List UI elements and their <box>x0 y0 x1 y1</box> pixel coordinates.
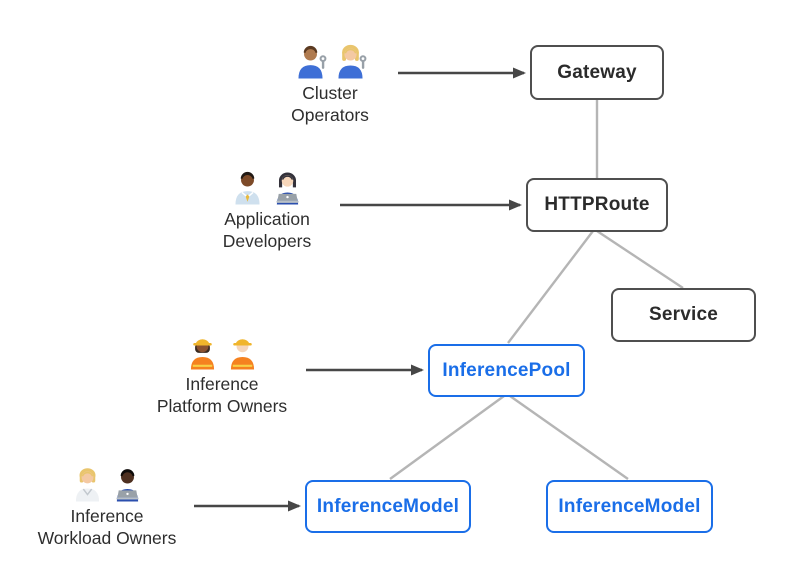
woman-construction-worker-icon <box>190 339 214 370</box>
edge-httproute-service <box>596 229 684 290</box>
edge-inferencepool-inferencemodel-1 <box>389 395 505 480</box>
persona-inference-platform-owners-label-1: Inference <box>185 374 259 394</box>
node-httproute: HTTPRoute <box>526 178 668 232</box>
node-httproute-label: HTTPRoute <box>544 194 650 215</box>
persona-cluster-operators: Cluster Operators <box>220 40 440 126</box>
person-scientist-icon <box>75 468 99 502</box>
man-office-worker-icon <box>234 171 260 205</box>
persona-inference-workload-owners-label-1: Inference <box>70 506 144 526</box>
man-construction-worker-icon <box>230 339 254 370</box>
persona-application-developers-label-2: Developers <box>222 230 312 251</box>
woman-mechanic-icon <box>337 44 366 79</box>
persona-application-developers: Application Developers <box>157 166 377 252</box>
woman-technologist-icon <box>275 172 299 205</box>
persona-cluster-operators-label-1: Cluster <box>302 83 358 103</box>
persona-cluster-operators-label-2: Operators <box>291 104 369 125</box>
node-inference-model-1: InferenceModel <box>305 480 471 533</box>
person-technologist-icon <box>115 469 139 502</box>
node-inference-model-2-label: InferenceModel <box>558 495 701 517</box>
node-gateway: Gateway <box>530 45 664 100</box>
persona-inference-platform-owners: Inference Platform Owners <box>112 331 332 417</box>
persona-inference-workload-owners-label-2: Workload Owners <box>37 527 177 548</box>
node-inference-model-1-label: InferenceModel <box>316 495 460 517</box>
persona-inference-platform-owners-label-2: Platform Owners <box>156 395 288 416</box>
edge-inferencepool-inferencemodel-2 <box>509 395 629 480</box>
node-inference-pool-label: InferencePool <box>442 359 571 381</box>
node-inference-model-2: InferenceModel <box>546 480 713 533</box>
node-service-label: Service <box>648 304 718 325</box>
node-inference-pool: InferencePool <box>428 344 585 397</box>
persona-application-developers-label-1: Application <box>224 209 310 229</box>
man-mechanic-icon <box>297 45 326 79</box>
edge-httproute-inferencepool <box>507 230 594 344</box>
persona-inference-workload-owners: Inference Workload Owners <box>0 463 217 549</box>
node-gateway-label: Gateway <box>557 61 637 83</box>
node-service: Service <box>611 288 756 342</box>
